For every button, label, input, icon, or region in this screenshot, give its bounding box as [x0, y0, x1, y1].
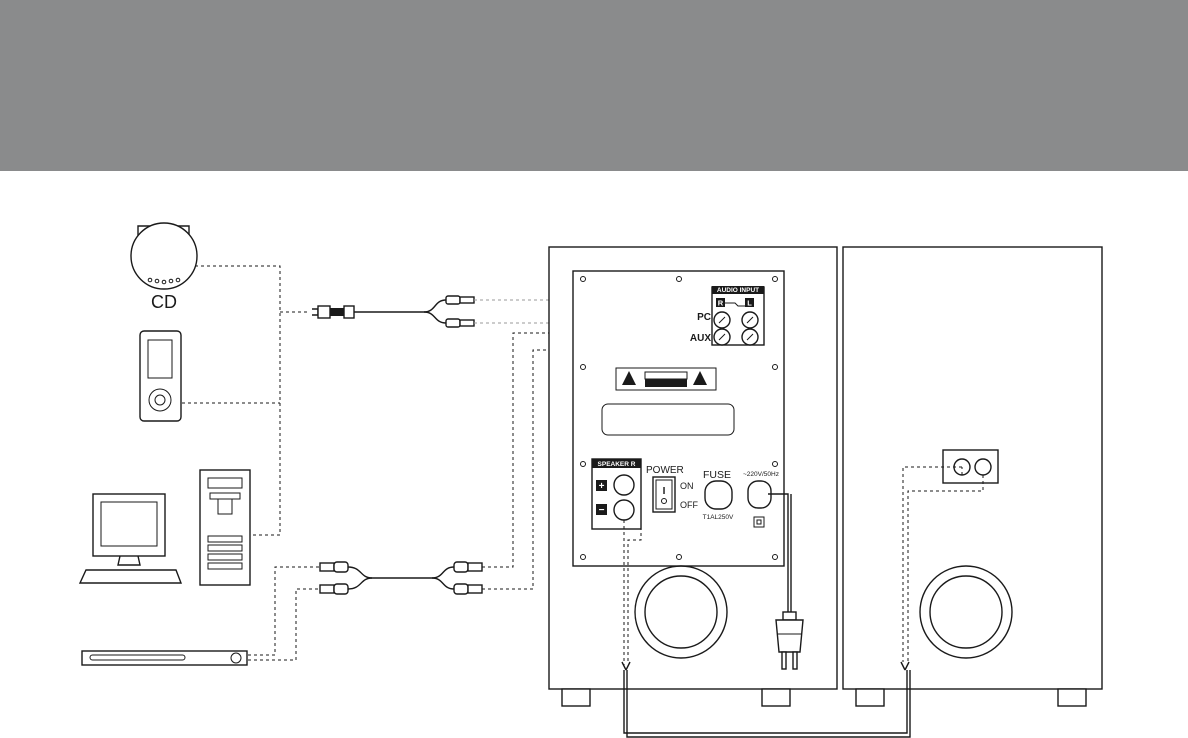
power-label: POWER — [646, 465, 684, 476]
on-label: ON — [680, 481, 694, 491]
pc-input-label: PC — [697, 312, 711, 323]
fuse-rating-label: T1AL250V — [703, 514, 734, 521]
audio-input-label: AUDIO INPUT — [717, 287, 759, 294]
mp3-player-icon — [139, 330, 182, 422]
voltage-label: ~220V/50Hz — [743, 471, 779, 478]
minus-label: − — [599, 505, 605, 516]
switch-on-mark: I — [663, 486, 666, 497]
source-wires — [182, 265, 320, 661]
cd-label: CD — [151, 292, 177, 312]
header-band — [0, 0, 1188, 171]
pc-tower-icon — [199, 469, 251, 586]
input-r-label: R — [718, 299, 724, 308]
off-label: OFF — [680, 500, 698, 510]
rca-cable — [319, 561, 483, 595]
speaker-r-terminal — [591, 458, 642, 530]
power-plug-icon — [768, 493, 804, 670]
fuse-label: FUSE — [703, 469, 731, 481]
satellite-speaker — [842, 246, 1103, 707]
cd-player-icon — [130, 222, 198, 290]
input-l-label: L — [747, 299, 752, 308]
fuse-holder — [704, 480, 733, 510]
mini-jack-cable — [312, 295, 475, 328]
audio-input-panel — [711, 286, 765, 346]
plus-label: + — [599, 481, 605, 492]
power-switch — [652, 476, 676, 513]
monitor-icon — [78, 493, 183, 584]
speaker-r-label: SPEAKER R — [598, 461, 636, 468]
dvd-player-icon — [81, 650, 248, 666]
speaker-cable — [621, 466, 984, 738]
aux-input-label: AUX — [690, 333, 711, 344]
